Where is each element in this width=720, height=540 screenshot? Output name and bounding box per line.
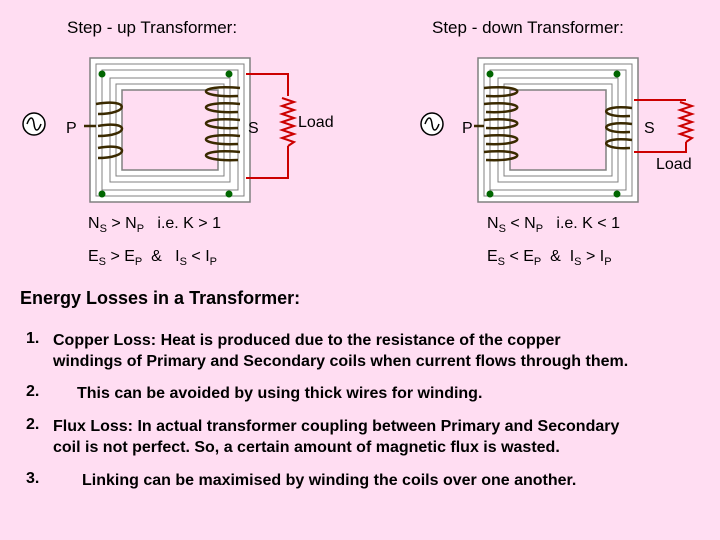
step-up-secondary-label: S bbox=[248, 120, 259, 137]
step-down-load-label: Load bbox=[656, 156, 692, 173]
step-down-primary-label: P bbox=[462, 120, 473, 137]
step-up-diagram bbox=[22, 57, 298, 203]
step-down-diagram bbox=[420, 57, 696, 203]
step-down-load-resistor-icon bbox=[634, 99, 696, 153]
step-down-primary-coil bbox=[474, 86, 519, 162]
step-up-emf-current-relation: ES > EP & IS < IP bbox=[88, 248, 217, 269]
step-up-primary-label: P bbox=[66, 120, 77, 137]
step-down-ac-source-icon bbox=[420, 112, 444, 136]
step-up-load-resistor-icon bbox=[246, 73, 298, 179]
step-up-load-label: Load bbox=[298, 114, 334, 131]
step-down-secondary-label: S bbox=[644, 120, 655, 137]
step-up-ac-source-icon bbox=[22, 112, 46, 136]
item-number: 2. bbox=[26, 383, 40, 400]
step-up-secondary-coil bbox=[204, 86, 241, 162]
step-up-dots bbox=[98, 70, 233, 198]
item-number: 2. bbox=[26, 416, 40, 433]
step-up-primary-coil bbox=[84, 101, 123, 160]
step-down-core bbox=[477, 57, 639, 203]
step-down-secondary-coil bbox=[605, 106, 633, 150]
step-down-emf-current-relation: ES < EP & IS > IP bbox=[487, 248, 612, 269]
flux-loss-remedy-text: Linking can be maximised by winding the … bbox=[82, 472, 577, 489]
step-down-title: Step - down Transformer: bbox=[432, 18, 624, 37]
step-up-turns-relation: NS > NP i.e. K > 1 bbox=[88, 215, 221, 236]
step-down-turns-relation: NS < NP i.e. K < 1 bbox=[487, 215, 620, 236]
flux-loss-text: Flux Loss: In actual transformer couplin… bbox=[53, 418, 620, 456]
item-number: 3. bbox=[26, 470, 40, 487]
step-up-title: Step - up Transformer: bbox=[67, 18, 238, 37]
copper-loss-text: Copper Loss: Heat is produced due to the… bbox=[53, 332, 629, 370]
copper-loss-remedy-text: This can be avoided by using thick wires… bbox=[77, 385, 483, 402]
step-up-core bbox=[89, 57, 251, 203]
step-down-dots bbox=[486, 70, 621, 198]
item-number: 1. bbox=[26, 330, 40, 347]
energy-losses-heading: Energy Losses in a Transformer: bbox=[20, 288, 301, 308]
